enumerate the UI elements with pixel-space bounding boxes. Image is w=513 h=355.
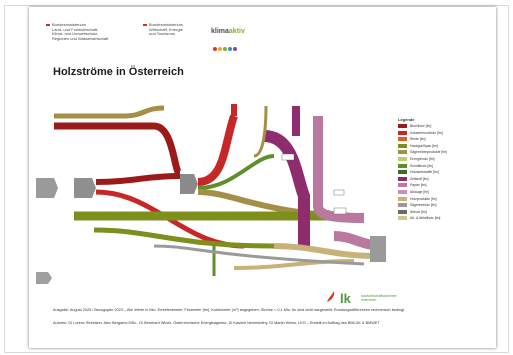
legend-swatch <box>398 176 407 181</box>
legend-swatch <box>398 196 407 201</box>
legend-item: Industrierundholz [fm] <box>398 131 447 138</box>
bmluk-logo-line-2: Land- und Forstwirtschaft, <box>52 26 99 32</box>
legend-item: Holzwerkstoffe [fm] <box>398 170 447 177</box>
node-energy-use <box>370 236 386 262</box>
legend-label: Hackgut/Span [fm] <box>410 143 438 148</box>
bmluk-logo-line-1: Bundesministerium <box>52 22 87 27</box>
legend-item: Papier [fm] <box>398 183 447 190</box>
lk-logo-text: landwirtschaftskammer österreich <box>361 294 397 302</box>
legend-label: Altholz [fm] <box>410 209 427 214</box>
flow-paper <box>313 116 365 223</box>
legend-item: Holzprodukte [fm] <box>398 197 447 204</box>
node-arrow-saw <box>180 174 198 194</box>
legend-swatch <box>398 203 407 208</box>
legend-swatch <box>398 143 407 148</box>
page-title: Holzströme in Österreich <box>53 66 184 78</box>
flow-chips-low <box>93 227 275 249</box>
footer-edition: Ausgabe: August 2025 / Bezugsjahr 2023 –… <box>53 308 405 312</box>
legend-swatch <box>398 209 407 214</box>
legend-swatch <box>398 130 407 135</box>
klimaaktiv-dots-icon <box>213 38 238 56</box>
legend-item: Hackgut/Span [fm] <box>398 144 447 151</box>
legend-swatch <box>398 137 407 142</box>
legend-label: Alt- & Abfallholz [fm] <box>410 216 441 221</box>
austria-flag-bar-icon <box>143 24 147 26</box>
flow-grey-recycling <box>153 244 365 266</box>
node-export-small <box>333 189 345 196</box>
bmwet-logo-line-3: und Tourismus <box>149 31 175 37</box>
legend-swatch <box>398 183 407 188</box>
legend-swatch <box>398 170 407 175</box>
legend-item: Ablauge [fm] <box>398 190 447 197</box>
legend-label: Ablauge [fm] <box>410 189 430 194</box>
klimaaktiv-dot-icon <box>218 47 222 51</box>
klimaaktiv-dot-icon <box>233 47 237 51</box>
bmwet-logo-line-2: Wirtschaft, Energie <box>149 26 183 32</box>
klimaaktiv-logo: klimaaktiv <box>211 28 245 35</box>
klimaaktiv-dot-icon <box>213 47 217 51</box>
legend-label: Energieholz [fm] <box>410 156 435 161</box>
flow-energy <box>273 243 375 259</box>
legend-label: Blochholz [fm] <box>410 124 432 128</box>
viewer-frame <box>4 5 509 353</box>
legend-swatch <box>398 150 407 155</box>
legend-label: Sägenebenprodukte [fm] <box>410 150 448 155</box>
legend-label: Holzwerkstoffe [fm] <box>410 170 439 175</box>
diagram-legend: Legende Blochholz [fm] Industrierundholz … <box>398 117 447 223</box>
bmluk-logo-line-3: Klima- und Umweltschutz, <box>52 31 99 37</box>
legend-label: Sägerestholz [fm] <box>410 203 437 208</box>
legend-item: Sägenebenprodukte [fm] <box>398 150 447 157</box>
klimaaktiv-suffix: aktiv <box>228 28 245 35</box>
node-arrow-domestic <box>36 178 58 198</box>
bmluk-logo-line-4: Regionen und Wasserwirtschaft <box>52 35 109 41</box>
lk-logo-line-2: österreich <box>361 298 377 302</box>
flow-khaki-top <box>253 105 268 158</box>
bmwet-logo-line-1: Bundesministerium <box>149 22 184 27</box>
node-pulp-industry <box>281 153 295 161</box>
flow-import-top <box>54 122 184 178</box>
klimaaktiv-dot-icon <box>228 47 232 51</box>
legend-item: Zellstoff [fm] <box>398 177 447 184</box>
legend-label: Papier [fm] <box>410 183 427 188</box>
flow-pulp <box>263 130 310 246</box>
legend-item: Sägerestholz [fm] <box>398 203 447 210</box>
legend-item: Rinde [fm] <box>398 137 447 144</box>
legend-item: Blochholz [fm] <box>398 124 447 131</box>
legend-swatch <box>398 163 407 168</box>
legend-item: Alt- & Abfallholz [fm] <box>398 216 447 223</box>
energy-agency-logo-icon <box>327 291 335 302</box>
node-arrow-import <box>74 178 96 198</box>
legend-label: Zellstoff [fm] <box>410 176 429 181</box>
legend-label: Holzprodukte [fm] <box>410 196 437 201</box>
flow-import-upper <box>54 105 165 119</box>
legend-label: Industrierundholz [fm] <box>410 130 443 135</box>
legend-label: Rinde [fm] <box>410 137 426 142</box>
legend-title: Legende <box>398 117 415 122</box>
node-arrow-small <box>36 272 52 284</box>
legend-swatch <box>398 157 407 162</box>
node-paper-industry <box>333 207 347 215</box>
bmluk-logo: Bundesministerium Land- und Forstwirtsch… <box>46 22 109 41</box>
legend-swatch <box>398 190 407 195</box>
lk-logo: lk <box>340 291 351 306</box>
legend-swatch <box>398 124 407 129</box>
bmwet-logo: Bundesministerium Wirtschaft, Energie un… <box>143 22 184 37</box>
legend-label: Schnittholz [fm] <box>410 163 434 168</box>
klimaaktiv-dot-icon <box>223 47 227 51</box>
document-page: Bundesministerium Land- und Forstwirtsch… <box>29 7 496 348</box>
flow-sawn-to-products <box>197 154 275 190</box>
austria-flag-bar-icon <box>46 24 50 26</box>
flow-domestic-to-sawmill <box>95 173 181 185</box>
footer-authors: Autoren: DI Lorenz Strimitzer, Alex Berg… <box>53 321 380 325</box>
legend-swatch <box>398 216 407 221</box>
legend-item: Altholz [fm] <box>398 210 447 217</box>
legend-item: Schnittholz [fm] <box>398 164 447 171</box>
klimaaktiv-prefix: klima <box>211 28 229 35</box>
flow-sawn-wood <box>197 114 238 186</box>
sankey-diagram <box>36 104 387 284</box>
legend-item: Energieholz [fm] <box>398 157 447 164</box>
lk-logo-line-1: landwirtschaftskammer <box>361 294 397 298</box>
